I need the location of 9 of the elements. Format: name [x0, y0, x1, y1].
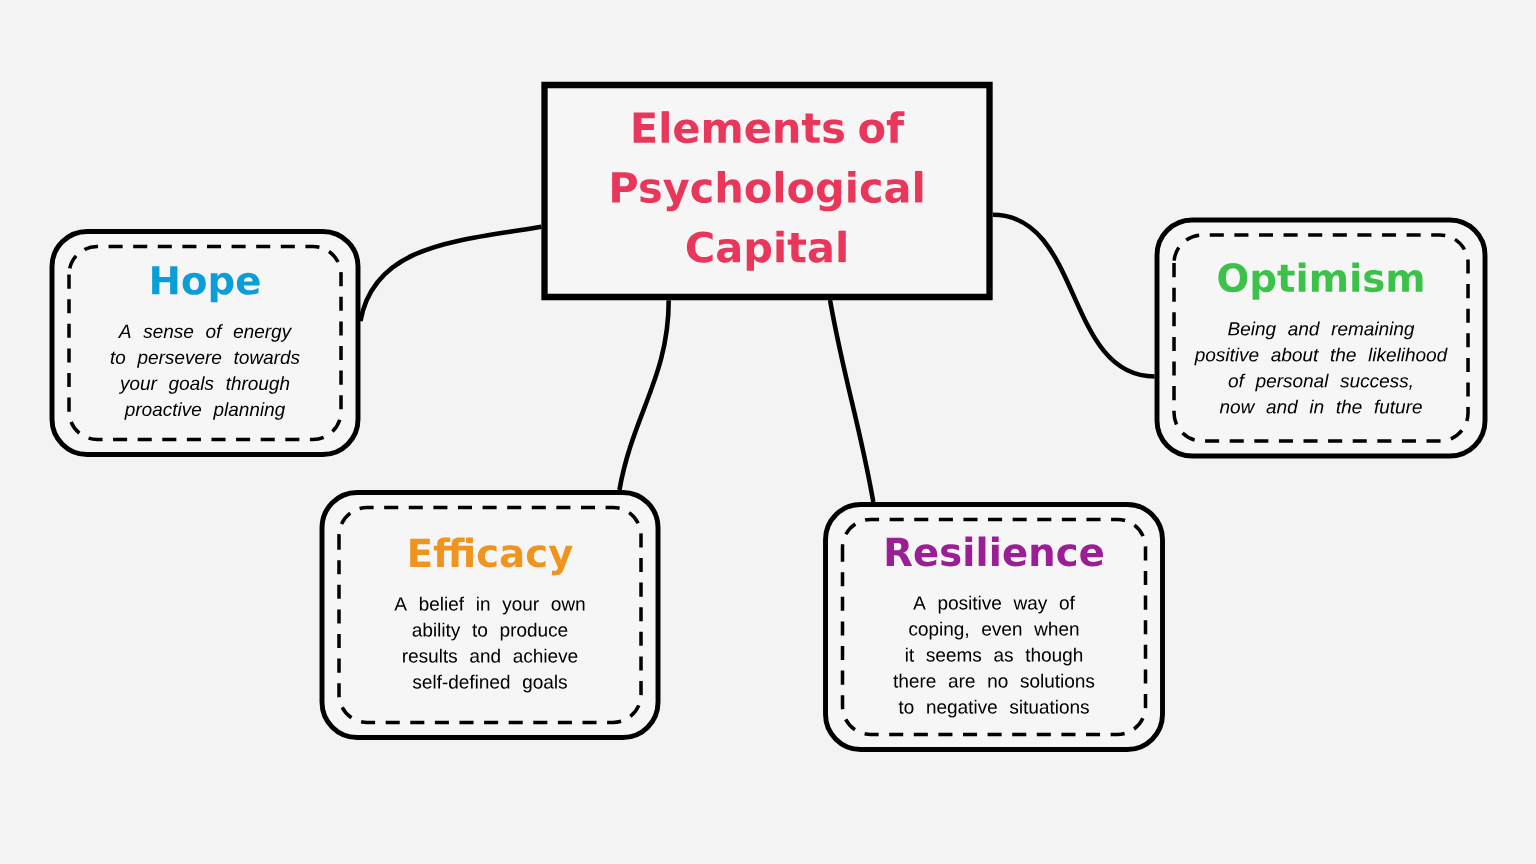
card-box: Resilience A positive way of coping, even when it seems as though there are no solutions to negative situations [823, 502, 1165, 752]
title-box: Elements of Psychological Capital [541, 81, 993, 301]
card-box: Optimism Being and remaining positive about the likelihood of personal success, now and in the future [1154, 217, 1488, 459]
connector-line [617, 300, 671, 491]
connector-line [992, 212, 1155, 379]
connector-line [358, 224, 542, 322]
card-box: Hope A sense of energy to persevere towards your goals through proactive planning [49, 229, 361, 457]
connector-line [827, 299, 876, 503]
card-box: Efficacy A belief in your own ability to produce results and achieve self-defined goals [319, 490, 661, 740]
